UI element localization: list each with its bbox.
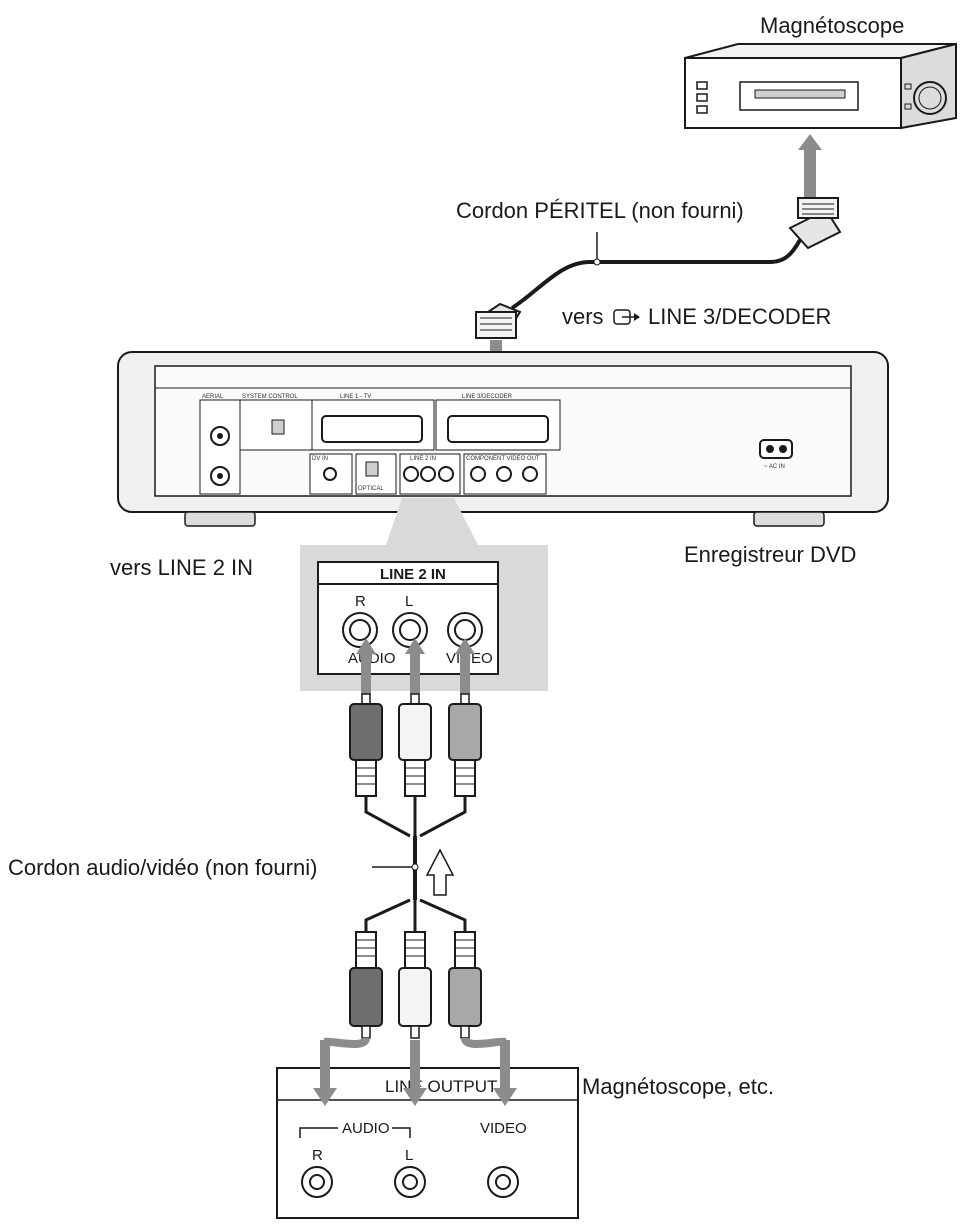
output-video-label: VIDEO (480, 1120, 527, 1137)
vcr-top-label: Magnétoscope (760, 13, 904, 38)
output-l-label: L (405, 1147, 413, 1164)
av-cable-label: Cordon audio/vidéo (non fourni) (8, 855, 317, 880)
zoom-line2-title: LINE 2 IN (380, 566, 446, 583)
scart-cable (510, 232, 802, 310)
line3-prefix-label: vers (562, 304, 604, 329)
line1-back-label: LINE 1 - TV (340, 394, 371, 400)
optical-label: OPTICAL (358, 486, 384, 492)
dvd-recorder (117, 351, 889, 527)
arrows-into-line2 (356, 638, 475, 694)
component-label: COMPONENT VIDEO OUT (466, 456, 540, 462)
output-r-label: R (312, 1147, 323, 1164)
line-output-title: LINE OUTPUT (385, 1077, 497, 1096)
arrows-into-output (313, 1036, 517, 1106)
scart-plug-bottom (475, 302, 522, 339)
to-line2-label: vers LINE 2 IN (110, 555, 253, 580)
scart-output-icon (613, 309, 640, 325)
aerial-label: AERIAL (202, 394, 224, 400)
vcr-top-device (684, 42, 957, 130)
ac-in-label: ~ AC IN (764, 464, 785, 470)
dvd-recorder-label: Enregistreur DVD (684, 542, 856, 567)
output-audio-label: AUDIO (342, 1120, 390, 1137)
arrow-head-vcr (798, 134, 822, 150)
line3-label: LINE 3/DECODER (648, 304, 831, 329)
scart-cable-label: Cordon PÉRITEL (non fourni) (456, 198, 744, 223)
dv-in-label: DV IN (312, 456, 328, 462)
zoom-audio-label: AUDIO (348, 650, 396, 667)
av-cable (364, 796, 467, 932)
line2-back-label: LINE 2 IN (410, 456, 436, 462)
zoom-l-label: L (405, 593, 413, 610)
vcr-etc-label: Magnétoscope, etc. (582, 1074, 774, 1099)
zoom-r-label: R (355, 593, 366, 610)
upper-rca-plugs (349, 693, 482, 797)
system-control-label: SYSTEM CONTROL (242, 394, 298, 400)
line2-zoom-panel (300, 498, 548, 691)
line3-back-label: LINE 3/DECODER (462, 394, 513, 400)
scart-plug-top (788, 197, 842, 250)
lower-rca-plugs (349, 931, 482, 1039)
signal-direction-arrow (425, 848, 455, 896)
